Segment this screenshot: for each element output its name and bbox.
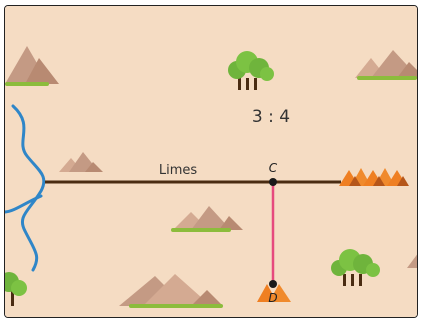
point-c-label: C (269, 161, 278, 175)
map-scene: 3 : 4 Limes C D (5, 6, 417, 317)
mountain-icon (355, 50, 417, 80)
camp-icon (257, 284, 291, 302)
mountain-icon (171, 206, 243, 232)
tree-icon (5, 272, 27, 306)
point-d[interactable] (269, 280, 277, 288)
camp-icon (339, 168, 409, 186)
mountain-icon (119, 274, 223, 308)
background (5, 6, 417, 317)
point-d-label: D (268, 291, 277, 305)
mountain-icon (59, 152, 103, 172)
river-icon (11, 104, 46, 272)
ratio-label: 3 : 4 (252, 107, 290, 127)
point-c[interactable] (269, 178, 277, 186)
tree-icon (331, 249, 380, 286)
mountain-icon (5, 46, 59, 86)
mountain-icon (407, 254, 417, 268)
river-branch-icon (5, 194, 43, 214)
road-label: Limes (159, 163, 198, 178)
tree-icon (228, 51, 274, 90)
game-board: 3 : 4 Limes C D (4, 5, 418, 318)
